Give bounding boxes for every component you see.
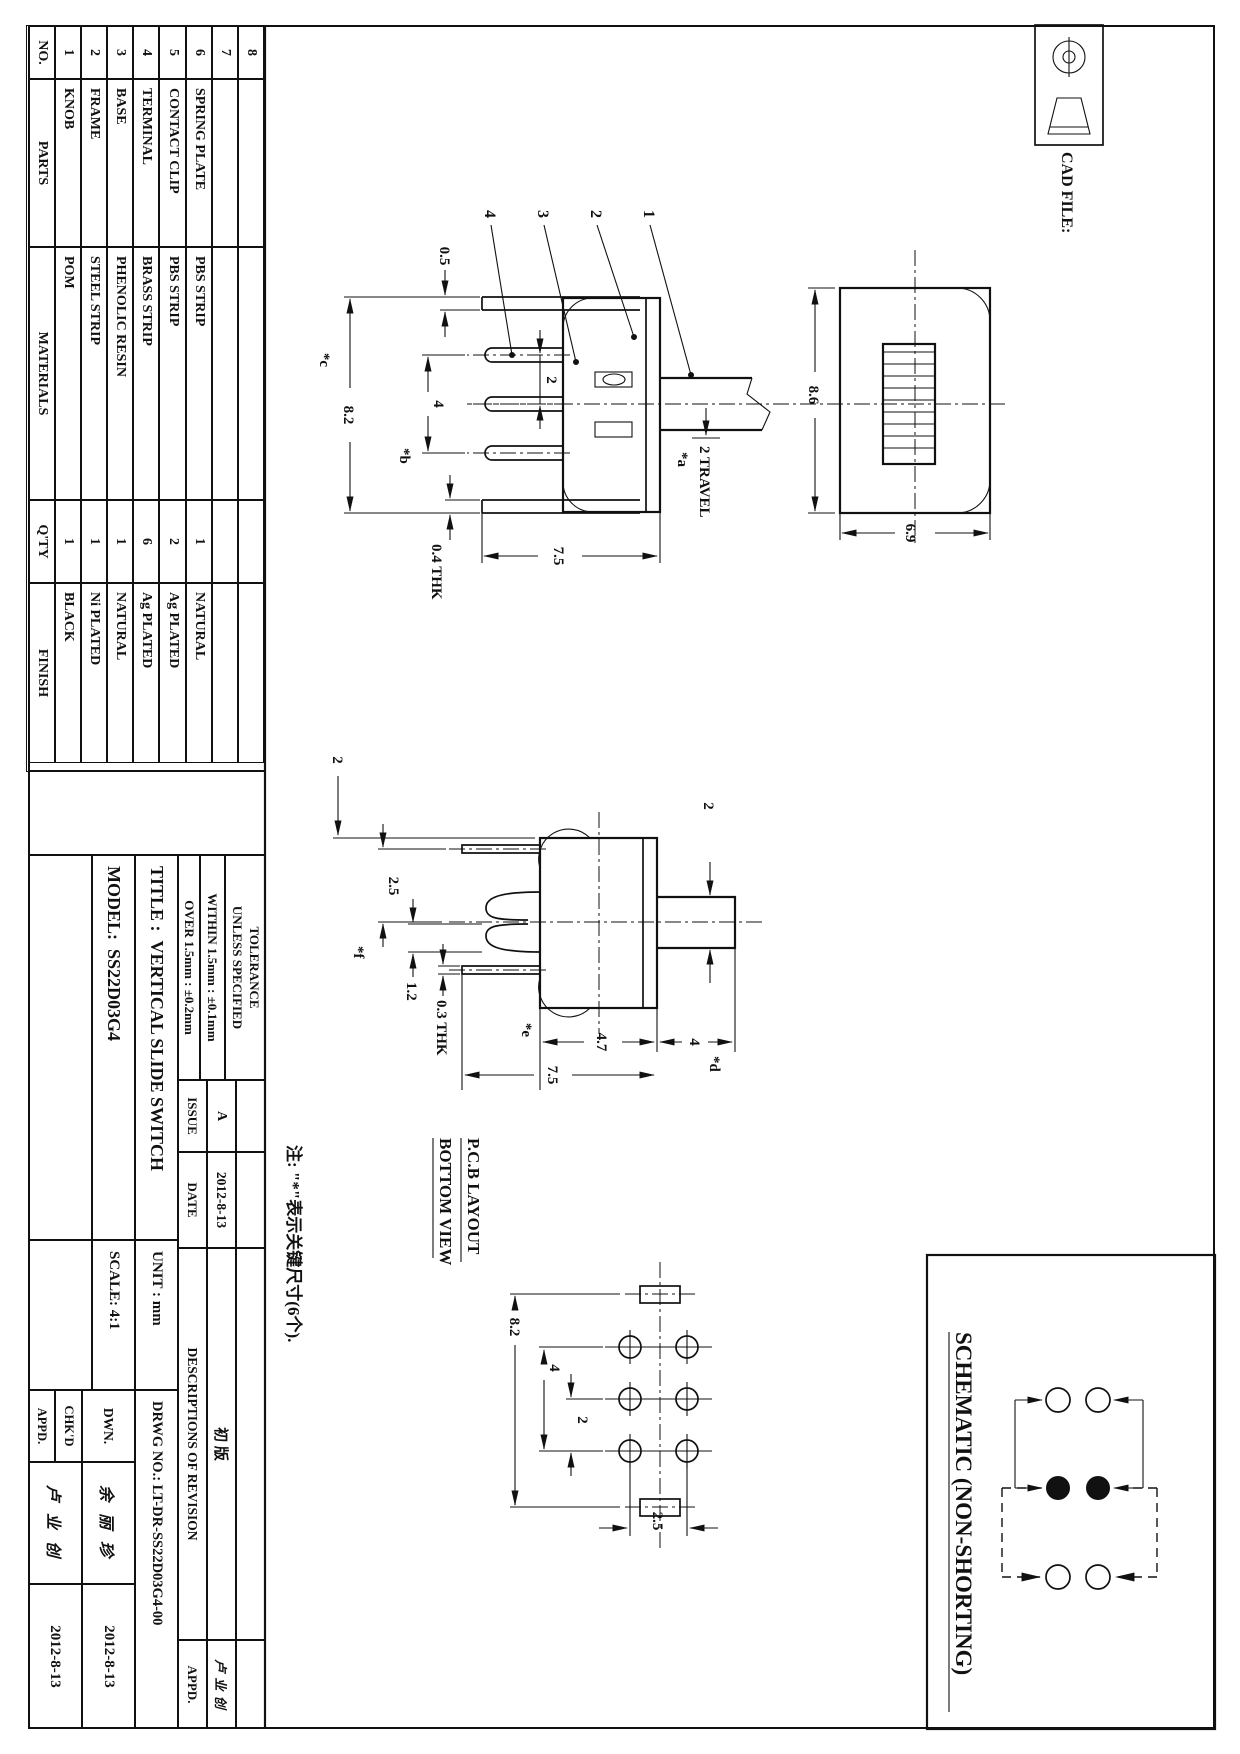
knob-hatch	[884, 351, 934, 449]
pcb-layout-view: 2 4 8.2 2.5 P.C.B LAYOUT BOTTOM VIEW	[432, 1138, 718, 1548]
dim-base-height: 4.7	[593, 1033, 609, 1052]
dim-overall-key: *c	[316, 353, 332, 368]
schematic-title: SCHEMATIC (NON-SHORTING)	[951, 1332, 976, 1675]
dim-lug-thk: 0.5	[436, 247, 452, 266]
pcb-dim-overall: 8.2	[506, 1318, 522, 1337]
dim-top-width: 8.6	[805, 386, 821, 405]
pcb-dim-span: 4	[546, 1364, 562, 1372]
dim-base-key: *e	[518, 1023, 534, 1038]
dim-knob-width: 2	[700, 802, 716, 810]
pcb-dim-row-pitch: 2.5	[649, 1512, 665, 1531]
dim-pin-thk: 0.3 THK	[433, 1000, 449, 1056]
dim-span-key: *b	[396, 448, 412, 464]
target-symbol-icon	[1052, 37, 1086, 77]
dim-knob-height: 4	[686, 1038, 702, 1046]
dim-pin-pitch: 2.5	[385, 877, 401, 896]
dim-travel-key: *a	[674, 452, 690, 468]
pcb-label-line2: BOTTOM VIEW	[436, 1138, 455, 1265]
actuator	[660, 376, 771, 432]
dim-knob-key: *d	[706, 1056, 722, 1073]
contact-clip	[485, 891, 541, 953]
terminal-pins	[467, 347, 570, 461]
pcb-dim-pitch: 2	[574, 1416, 590, 1424]
top-view: 8.6 6.9	[465, 250, 1005, 545]
dim-pitch: 2	[543, 376, 559, 384]
pcb-holes	[605, 1330, 712, 1468]
dim-foot-thk: 0.4 THK	[428, 544, 444, 600]
front-view: 2 TRAVEL *a 0.5 2	[316, 210, 771, 600]
side-view: 2 0.3 THK 1.2 2.5 *f 2 4	[329, 756, 762, 1090]
dim-travel: 2 TRAVEL	[696, 446, 712, 518]
part-callouts: 1 2 3 4	[481, 210, 694, 378]
dim-total-height: 7.5	[544, 1066, 560, 1085]
pcb-label-line1: P.C.B LAYOUT	[464, 1138, 483, 1255]
schematic-symbol	[1001, 1387, 1158, 1590]
dim-offset: 2	[329, 756, 345, 764]
callout-4: 4	[481, 210, 498, 218]
dim-pin-key: *f	[350, 946, 366, 960]
cad-file-label: CAD FILE:	[1058, 152, 1075, 233]
key-dimension-note: 注: "*"表示关键尺寸(6个).	[284, 1145, 304, 1342]
frame-lugs	[481, 296, 640, 514]
callout-1: 1	[640, 210, 657, 218]
dim-top-height: 6.9	[902, 524, 918, 543]
dim-height: 7.5	[550, 547, 566, 566]
callout-2: 2	[587, 210, 604, 218]
switch-body	[561, 296, 662, 514]
dim-overall: 8.2	[340, 406, 356, 425]
callout-3: 3	[534, 210, 551, 218]
cone-symbol-icon	[1047, 97, 1091, 135]
dim-span: 4	[430, 400, 446, 408]
projection-symbol-box	[1034, 24, 1104, 146]
schematic-box: SCHEMATIC (NON-SHORTING)	[925, 1253, 1217, 1731]
dim-finger: 1.2	[403, 982, 419, 1001]
